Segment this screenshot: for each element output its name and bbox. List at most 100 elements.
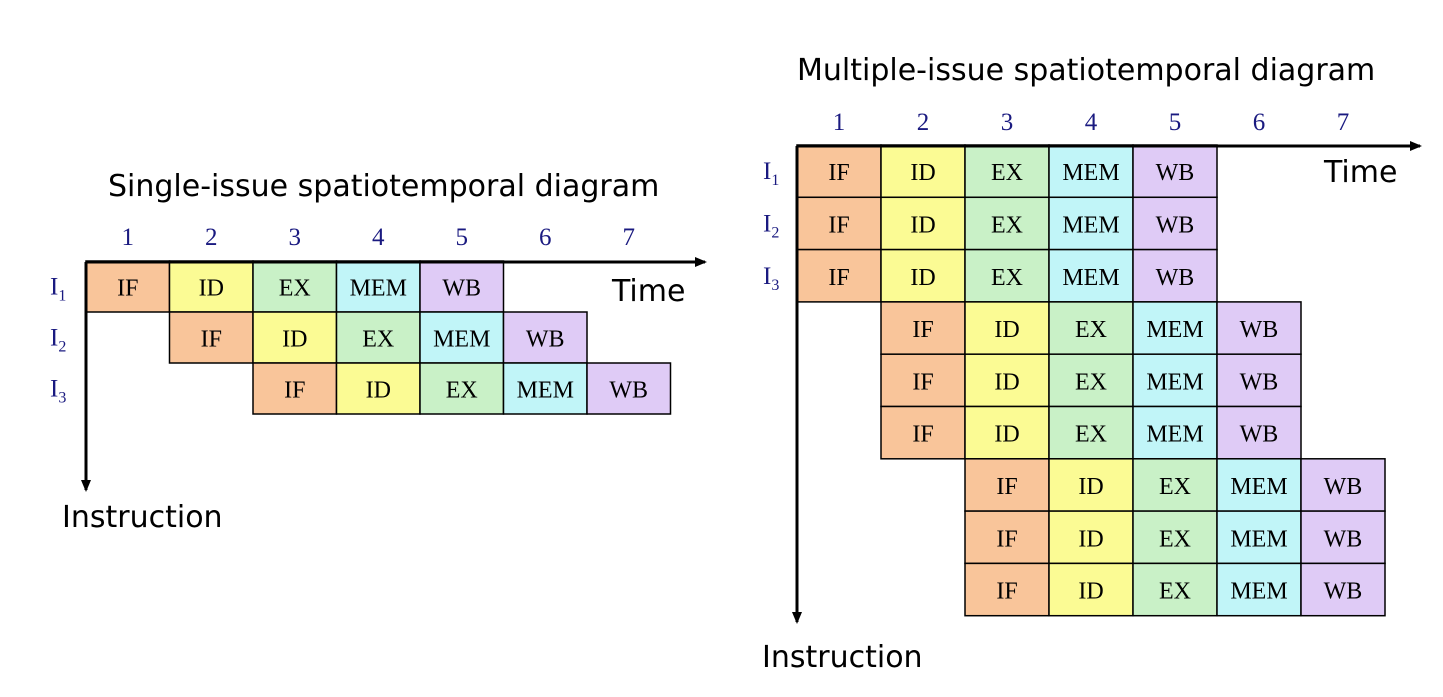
stage-cell-label: MEM bbox=[350, 276, 407, 302]
time-tick-3: 3 bbox=[289, 224, 302, 251]
stage-cell-if: IF bbox=[796, 196, 882, 251]
stage-cell-if: IF bbox=[796, 144, 882, 199]
stage-cell-mem: MEM bbox=[1048, 248, 1134, 303]
time-tick-5: 5 bbox=[456, 224, 469, 251]
stage-cell-box bbox=[1132, 510, 1218, 565]
stage-cell-if: IF bbox=[964, 562, 1050, 617]
stage-cell-ex: EX bbox=[1048, 405, 1134, 460]
stage-cell-label: IF bbox=[284, 378, 305, 404]
stage-cell-label: ID bbox=[1078, 474, 1103, 500]
stage-cell-label: EX bbox=[1075, 422, 1107, 448]
stage-cell-label: WB bbox=[1156, 160, 1195, 186]
stage-cell-label: EX bbox=[991, 265, 1023, 291]
time-tick-4: 4 bbox=[372, 224, 385, 251]
stage-cell-wb: WB bbox=[1216, 301, 1302, 355]
stage-cell-box bbox=[964, 562, 1050, 617]
stage-cell-label: IF bbox=[996, 579, 1017, 605]
stage-cell-wb: WB bbox=[1132, 144, 1218, 199]
stage-cell-ex: EX bbox=[964, 196, 1050, 251]
stage-cell-box bbox=[1132, 196, 1218, 251]
stage-cell-label: IF bbox=[912, 369, 933, 395]
stage-cell-ex: EX bbox=[964, 248, 1050, 303]
stage-cell-box bbox=[1300, 458, 1386, 512]
stage-cell-box bbox=[85, 260, 171, 313]
stage-cell-ex: EX bbox=[1048, 301, 1134, 355]
multiple-time-label: Time bbox=[1323, 155, 1397, 190]
time-tick-7: 7 bbox=[623, 224, 636, 251]
stage-cell-ex: EX bbox=[1132, 510, 1218, 565]
stage-cell-mem: MEM bbox=[1216, 510, 1302, 565]
stage-cell-mem: MEM bbox=[1216, 562, 1302, 617]
stage-cell-id: ID bbox=[1048, 510, 1134, 565]
stage-cell-box bbox=[335, 311, 421, 364]
stage-cell-box bbox=[964, 510, 1050, 565]
stage-cell-label: WB bbox=[1324, 579, 1363, 605]
stage-cell-mem: MEM bbox=[1132, 301, 1218, 355]
single-instruction-label: Instruction bbox=[62, 500, 223, 535]
stage-cell-box bbox=[502, 311, 588, 364]
stage-cell-box bbox=[1048, 301, 1134, 355]
stage-cell-id: ID bbox=[880, 196, 966, 251]
stage-cell-id: ID bbox=[964, 405, 1050, 460]
stage-cell-id: ID bbox=[880, 248, 966, 303]
stage-cell-id: ID bbox=[880, 144, 966, 199]
stage-cell-mem: MEM bbox=[1216, 458, 1302, 512]
time-tick-6: 6 bbox=[539, 224, 552, 251]
time-tick-1: 1 bbox=[833, 109, 846, 136]
stage-cell-label: IF bbox=[828, 265, 849, 291]
stage-cell-label: ID bbox=[910, 160, 935, 186]
stage-cell-label: MEM bbox=[1230, 474, 1287, 500]
stage-cell-label: WB bbox=[1240, 422, 1279, 448]
stage-cell-box bbox=[502, 362, 588, 415]
stage-cell-label: MEM bbox=[1062, 212, 1119, 238]
instruction-label-3: I3 bbox=[50, 376, 66, 407]
stage-cell-box bbox=[880, 405, 966, 460]
stage-cell-label: IF bbox=[201, 327, 222, 353]
single-issue-title: Single-issue spatiotemporal diagram bbox=[108, 169, 659, 204]
stage-cell-label: IF bbox=[828, 212, 849, 238]
stage-cell-mem: MEM bbox=[419, 311, 505, 364]
stage-cell-box bbox=[1300, 562, 1386, 617]
stage-cell-box bbox=[880, 144, 966, 199]
stage-cell-box bbox=[1132, 458, 1218, 512]
stage-cell-id: ID bbox=[964, 301, 1050, 355]
stage-cell-label: ID bbox=[994, 369, 1019, 395]
stage-cell-label: ID bbox=[910, 265, 935, 291]
stage-cell-label: EX bbox=[1159, 526, 1191, 552]
stage-cell-if: IF bbox=[880, 301, 966, 355]
stage-cell-label: WB bbox=[1240, 369, 1279, 395]
stage-cell-box bbox=[880, 353, 966, 408]
stage-cell-label: MEM bbox=[1146, 317, 1203, 343]
stage-cell-if: IF bbox=[964, 510, 1050, 565]
stage-cell-id: ID bbox=[335, 362, 421, 415]
stage-cell-if: IF bbox=[796, 248, 882, 303]
stage-cell-label: WB bbox=[442, 276, 481, 302]
stage-cell-label: EX bbox=[1159, 579, 1191, 605]
time-tick-3: 3 bbox=[1001, 109, 1014, 136]
stage-cell-if: IF bbox=[168, 311, 254, 364]
time-tick-6: 6 bbox=[1253, 109, 1266, 136]
stage-cell-label: MEM bbox=[517, 378, 574, 404]
stage-cell-label: WB bbox=[1156, 265, 1195, 291]
stage-cell-mem: MEM bbox=[502, 362, 588, 415]
stage-cell-label: ID bbox=[282, 327, 307, 353]
stage-cell-box bbox=[880, 196, 966, 251]
time-tick-2: 2 bbox=[917, 109, 930, 136]
stage-cell-box bbox=[1300, 510, 1386, 565]
instruction-label-1: I1 bbox=[763, 158, 779, 189]
stage-cell-wb: WB bbox=[502, 311, 588, 364]
time-tick-4: 4 bbox=[1085, 109, 1098, 136]
time-tick-1: 1 bbox=[122, 224, 135, 251]
stage-cell-id: ID bbox=[964, 353, 1050, 408]
stage-cell-if: IF bbox=[252, 362, 338, 415]
stage-cell-label: WB bbox=[526, 327, 565, 353]
stage-cell-mem: MEM bbox=[1132, 353, 1218, 408]
stage-cell-box bbox=[1216, 301, 1302, 355]
stage-cell-wb: WB bbox=[419, 260, 505, 313]
stage-cell-id: ID bbox=[168, 260, 254, 313]
stage-cell-if: IF bbox=[880, 405, 966, 460]
